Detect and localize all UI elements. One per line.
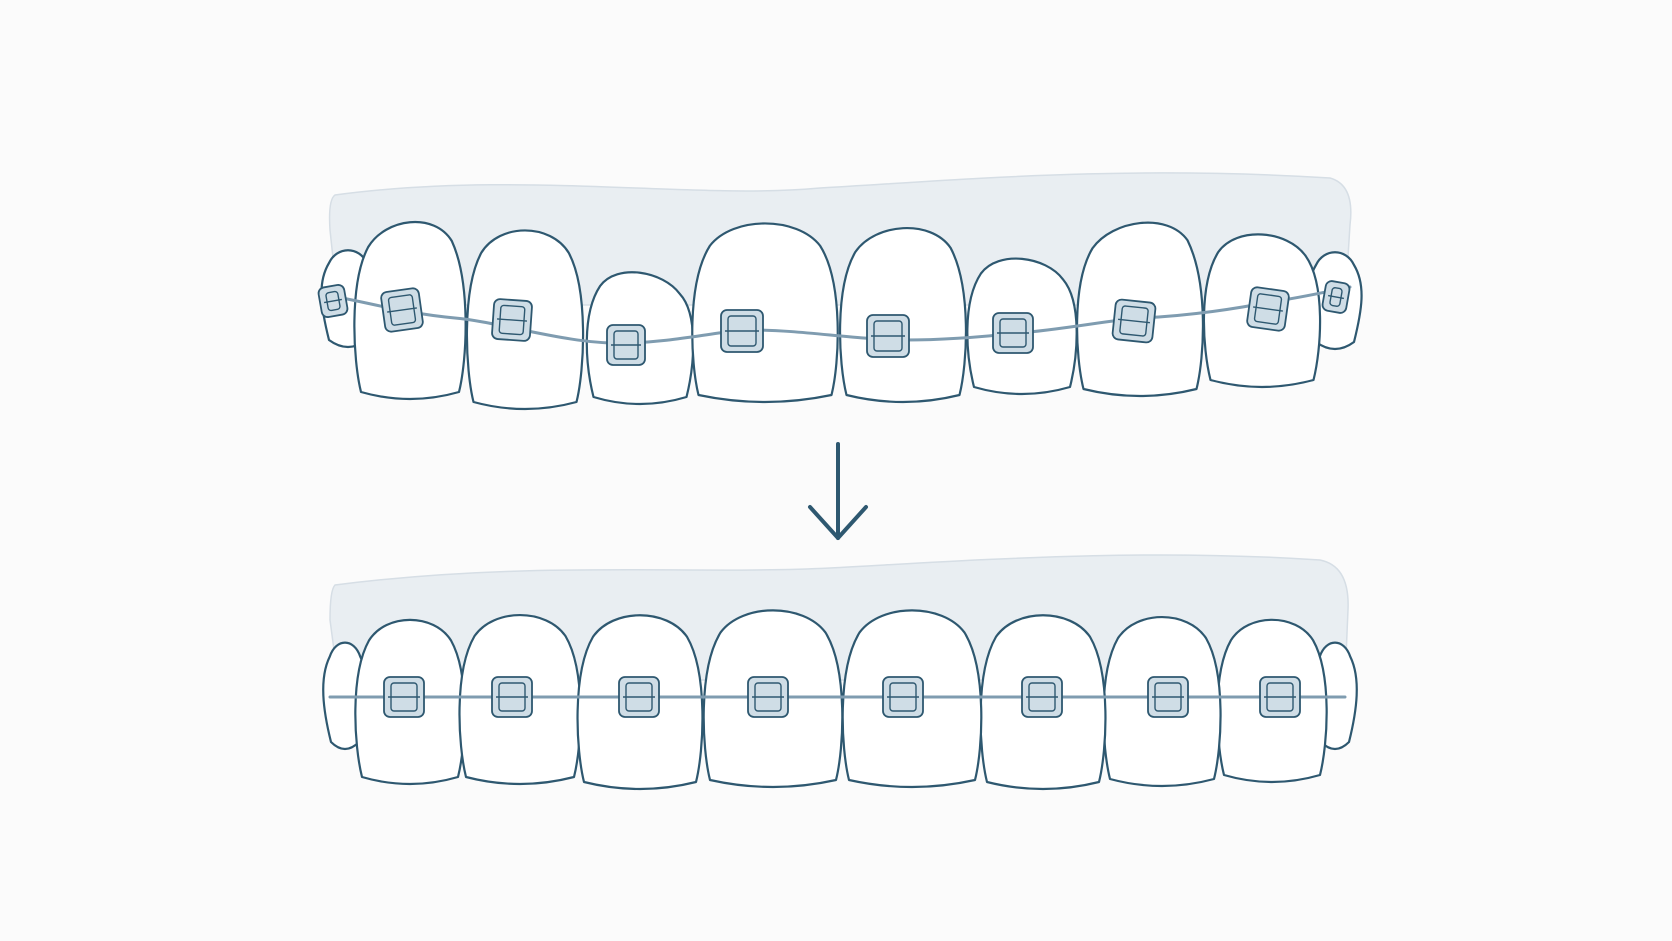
bracket-before (1246, 286, 1290, 332)
bracket-before (1111, 298, 1157, 344)
before-teeth-group (317, 172, 1363, 411)
after-teeth-group (322, 554, 1358, 791)
bracket-after (882, 676, 924, 718)
arrow-down-icon (808, 442, 868, 540)
bracket-before (720, 309, 764, 353)
bracket-before (866, 314, 910, 358)
bracket-after (383, 676, 425, 718)
bracket-before (992, 312, 1034, 354)
bracket-after (491, 676, 533, 718)
bracket-before (1321, 280, 1351, 314)
tooth-before (691, 222, 839, 404)
bracket-before (380, 287, 424, 333)
bracket-before (606, 324, 646, 366)
bracket-after (1259, 676, 1301, 718)
bracket-before (491, 298, 533, 342)
bracket-before (317, 284, 349, 318)
bracket-after (747, 676, 789, 718)
bracket-after (618, 676, 660, 718)
bracket-after (1021, 676, 1063, 718)
bracket-after (1147, 676, 1189, 718)
